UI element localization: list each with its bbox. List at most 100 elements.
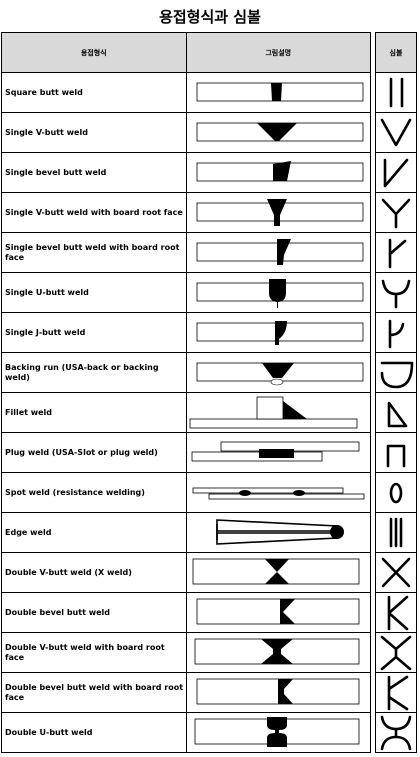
weld-diagram bbox=[196, 321, 363, 345]
symbol-row bbox=[375, 392, 417, 433]
fillet-symbol-icon bbox=[387, 401, 408, 428]
table-row: Double bevel butt weld bbox=[1, 592, 371, 633]
weld-figure-cell bbox=[185, 112, 371, 153]
weld-type-name: Single bevel butt weld with board root f… bbox=[1, 232, 187, 273]
table-row: Single J-butt weld bbox=[1, 312, 371, 353]
symbol-row bbox=[375, 512, 417, 553]
symbol-row bbox=[375, 272, 417, 313]
weld-figure-cell bbox=[185, 352, 371, 393]
symbol-cell bbox=[375, 512, 417, 553]
double-bevel-symbol-icon bbox=[387, 595, 409, 631]
v-butt-symbol-icon bbox=[380, 118, 412, 147]
symbol-cell bbox=[375, 152, 417, 193]
weld-diagram bbox=[196, 199, 363, 226]
table-row: Spot weld (resistance welding) bbox=[1, 472, 371, 513]
table-row: Double U-butt weld bbox=[1, 712, 371, 753]
plug-symbol-icon bbox=[386, 444, 406, 468]
weld-type-name: Single U-butt weld bbox=[1, 272, 187, 313]
symbol-row bbox=[375, 152, 417, 193]
symbol-cell bbox=[375, 192, 417, 233]
symbol-row bbox=[375, 672, 417, 713]
symbol-row bbox=[375, 432, 417, 473]
symbol-row bbox=[375, 712, 417, 753]
weld-diagram bbox=[196, 678, 359, 705]
weld-type-name: Single bevel butt weld bbox=[1, 152, 187, 193]
symbol-cell bbox=[375, 552, 417, 593]
edge-symbol-icon bbox=[389, 517, 403, 548]
weld-type-name: Double U-butt weld bbox=[1, 712, 187, 753]
u-butt-symbol-icon bbox=[381, 279, 411, 309]
table-row: Double V-butt weld with board root face bbox=[1, 632, 371, 673]
weld-type-name: Backing run (USA-back or backing weld) bbox=[1, 352, 187, 393]
weld-diagram bbox=[192, 558, 359, 585]
weld-type-name: Single V-butt weld bbox=[1, 112, 187, 153]
weld-type-name: Square butt weld bbox=[1, 72, 187, 113]
symbol-cell bbox=[375, 672, 417, 713]
table-row: Single bevel butt weld bbox=[1, 152, 371, 193]
weld-diagram bbox=[191, 441, 359, 462]
weld-type-name: Double bevel butt weld with board root f… bbox=[1, 672, 187, 713]
table-row: Single U-butt weld bbox=[1, 272, 371, 313]
header-symbol: 심볼 bbox=[375, 32, 417, 73]
weld-figure-cell bbox=[185, 152, 371, 193]
weld-figure-cell bbox=[185, 552, 371, 593]
table-row: Edge weld bbox=[1, 512, 371, 553]
weld-diagram bbox=[196, 362, 363, 386]
weld-type-name: Double V-butt weld (X weld) bbox=[1, 552, 187, 593]
bevel-butt-symbol-icon bbox=[383, 158, 409, 188]
symbol-row bbox=[375, 72, 417, 113]
symbol-row bbox=[375, 352, 417, 393]
weld-diagram bbox=[196, 82, 363, 102]
double-u-symbol-icon bbox=[380, 715, 412, 751]
weld-diagram bbox=[194, 638, 359, 665]
header-row: 용접형식 그림설명 bbox=[1, 32, 371, 73]
header-figure: 그림설명 bbox=[185, 32, 371, 73]
weld-type-name: Double bevel butt weld bbox=[1, 592, 187, 633]
weld-figure-cell bbox=[185, 312, 371, 353]
weld-diagram bbox=[196, 122, 363, 142]
weld-type-name: Single V-butt weld with board root face bbox=[1, 192, 187, 233]
symbol-cell bbox=[375, 392, 417, 433]
weld-figure-cell bbox=[185, 392, 371, 433]
symbol-cell bbox=[375, 232, 417, 273]
weld-figure-cell bbox=[185, 72, 371, 113]
weld-type-name: Fillet weld bbox=[1, 392, 187, 433]
symbol-cell bbox=[375, 632, 417, 673]
weld-diagram bbox=[189, 396, 357, 429]
weld-type-name: Double V-butt weld with board root face bbox=[1, 632, 187, 673]
symbol-row bbox=[375, 312, 417, 353]
weld-diagram bbox=[196, 161, 363, 182]
y-butt-symbol-icon bbox=[381, 198, 411, 229]
weld-diagram bbox=[196, 598, 359, 625]
symbol-cell bbox=[375, 712, 417, 753]
table-row: Double bevel butt weld with board root f… bbox=[1, 672, 371, 713]
weld-figure-cell bbox=[185, 512, 371, 553]
weld-diagram bbox=[215, 519, 344, 545]
table-row: Double V-butt weld (X weld) bbox=[1, 552, 371, 593]
symbol-cell bbox=[375, 272, 417, 313]
weld-type-name: Edge weld bbox=[1, 512, 187, 553]
symbol-cell bbox=[375, 352, 417, 393]
weld-figure-cell bbox=[185, 672, 371, 713]
symbol-cell bbox=[375, 112, 417, 153]
page-title: 용접형식과 심볼 bbox=[159, 8, 261, 26]
header-weld-type: 용접형식 bbox=[1, 32, 187, 73]
symbol-column: 심볼 bbox=[375, 32, 417, 754]
table-row: Single V-butt weld bbox=[1, 112, 371, 153]
symbol-cell bbox=[375, 472, 417, 513]
spot-symbol-icon bbox=[389, 482, 403, 504]
weld-type-name: Spot weld (resistance welding) bbox=[1, 472, 187, 513]
symbol-cell bbox=[375, 432, 417, 473]
weld-diagram bbox=[192, 487, 364, 500]
weld-type-name: Single J-butt weld bbox=[1, 312, 187, 353]
double-bevel-root-face-symbol-icon bbox=[387, 675, 409, 711]
table-row: Backing run (USA-back or backing weld) bbox=[1, 352, 371, 393]
double-y-symbol-icon bbox=[380, 635, 412, 671]
weld-diagram bbox=[196, 279, 363, 308]
weld-figure-cell bbox=[185, 472, 371, 513]
symbol-row bbox=[375, 632, 417, 673]
double-v-symbol-icon bbox=[381, 557, 411, 588]
symbol-row bbox=[375, 192, 417, 233]
weld-figure-cell bbox=[185, 272, 371, 313]
